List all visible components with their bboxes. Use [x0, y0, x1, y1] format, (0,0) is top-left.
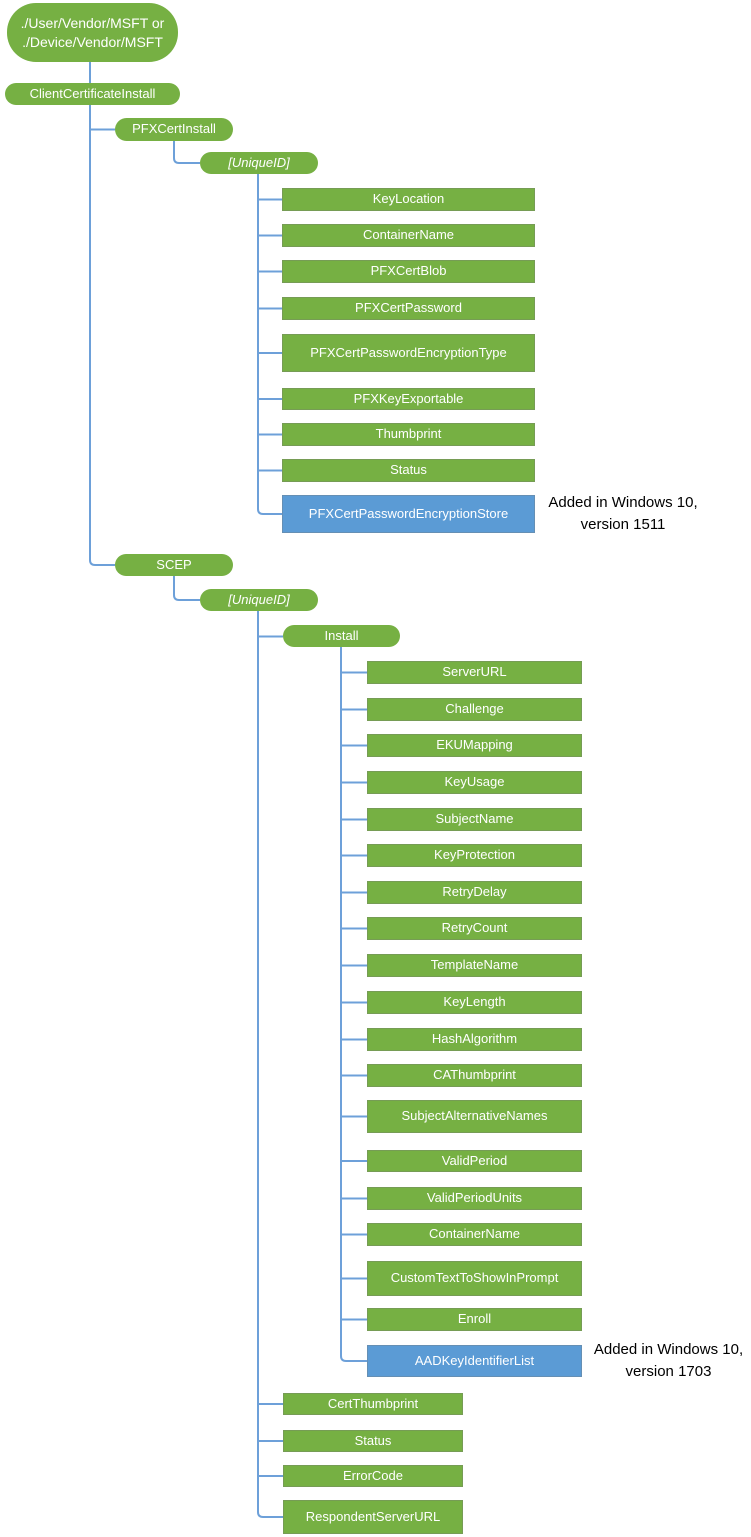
- node-retrydelay: RetryDelay: [367, 881, 582, 904]
- node-aadkeyidentifierlist: AADKeyIdentifierList: [367, 1345, 582, 1377]
- node-keyprotection: KeyProtection: [367, 844, 582, 867]
- node-status-pfx: Status: [282, 459, 535, 482]
- node-validperiodunits: ValidPeriodUnits: [367, 1187, 582, 1210]
- annotation-added-1511-line1: Added in Windows 10,: [548, 494, 698, 511]
- node-pfxcertblob: PFXCertBlob: [282, 260, 535, 283]
- node-clientcertificateinstall: ClientCertificateInstall: [5, 83, 180, 105]
- node-serverurl: ServerURL: [367, 661, 582, 684]
- node-keylength: KeyLength: [367, 991, 582, 1014]
- node-certthumbprint: CertThumbprint: [283, 1393, 463, 1415]
- node-enroll: Enroll: [367, 1308, 582, 1331]
- node-pfx-uniqueid: [UniqueID]: [200, 152, 318, 174]
- node-keyusage: KeyUsage: [367, 771, 582, 794]
- connector-pfxcertinstall-to-uniqueid: [173, 141, 200, 164]
- node-pfxcertinstall: PFXCertInstall: [115, 118, 233, 141]
- root-path-line1: ./User/Vendor/MSFT or: [20, 14, 165, 31]
- node-cathumbprint: CAThumbprint: [367, 1064, 582, 1087]
- node-respondentserverurl: RespondentServerURL: [283, 1500, 463, 1534]
- node-scep: SCEP: [115, 554, 233, 576]
- annotation-added-1703-line2: version 1703: [625, 1363, 712, 1380]
- connector-install-trunk: [340, 647, 367, 1362]
- annotation-added-1511: Added in Windows 10, version 1511: [538, 492, 708, 536]
- node-errorcode: ErrorCode: [283, 1465, 463, 1487]
- node-templatename: TemplateName: [367, 954, 582, 977]
- node-containername-pfx: ContainerName: [282, 224, 535, 247]
- node-containername-scep-install: ContainerName: [367, 1223, 582, 1246]
- node-challenge: Challenge: [367, 698, 582, 721]
- node-retrycount: RetryCount: [367, 917, 582, 940]
- connector-scep-to-uniqueid: [173, 576, 200, 601]
- node-subjectname: SubjectName: [367, 808, 582, 831]
- annotation-added-1703: Added in Windows 10, version 1703: [586, 1339, 751, 1383]
- connector-pfx-uniqueid-trunk: [257, 174, 282, 515]
- node-pfxkeyexportable: PFXKeyExportable: [282, 388, 535, 410]
- node-install: Install: [283, 625, 400, 647]
- root-path-line2: ./Device/Vendor/MSFT: [22, 33, 163, 50]
- node-scep-uniqueid: [UniqueID]: [200, 589, 318, 611]
- node-thumbprint: Thumbprint: [282, 423, 535, 446]
- connector-pfx-children-branches: [258, 198, 282, 472]
- node-pfxcertpassword: PFXCertPassword: [282, 297, 535, 320]
- node-customtexttoshowinprompt: CustomTextToShowInPrompt: [367, 1261, 582, 1296]
- node-hashalgorithm: HashAlgorithm: [367, 1028, 582, 1051]
- connector-install-children-branches: [341, 671, 367, 1321]
- node-pfxcertpasswordencryptionstore: PFXCertPasswordEncryptionStore: [282, 495, 535, 533]
- annotation-added-1703-line1: Added in Windows 10,: [593, 1341, 744, 1358]
- node-keylocation: KeyLocation: [282, 188, 535, 211]
- annotation-added-1511-line2: version 1511: [580, 516, 666, 533]
- node-pfxcertpasswordencryptiontype: PFXCertPasswordEncryptionType: [282, 334, 535, 372]
- node-subjectalternativenames: SubjectAlternativeNames: [367, 1100, 582, 1133]
- connector-scep-uniqueid-trunk: [257, 611, 283, 1518]
- connector-scep-children-branches: [258, 635, 283, 1477]
- node-ekumapping: EKUMapping: [367, 734, 582, 757]
- connector-clientcertificateinstall-trunk: [89, 105, 115, 566]
- node-root-path: ./User/Vendor/MSFT or ./Device/Vendor/MS…: [7, 3, 178, 62]
- node-validperiod: ValidPeriod: [367, 1150, 582, 1172]
- node-status-scep: Status: [283, 1430, 463, 1452]
